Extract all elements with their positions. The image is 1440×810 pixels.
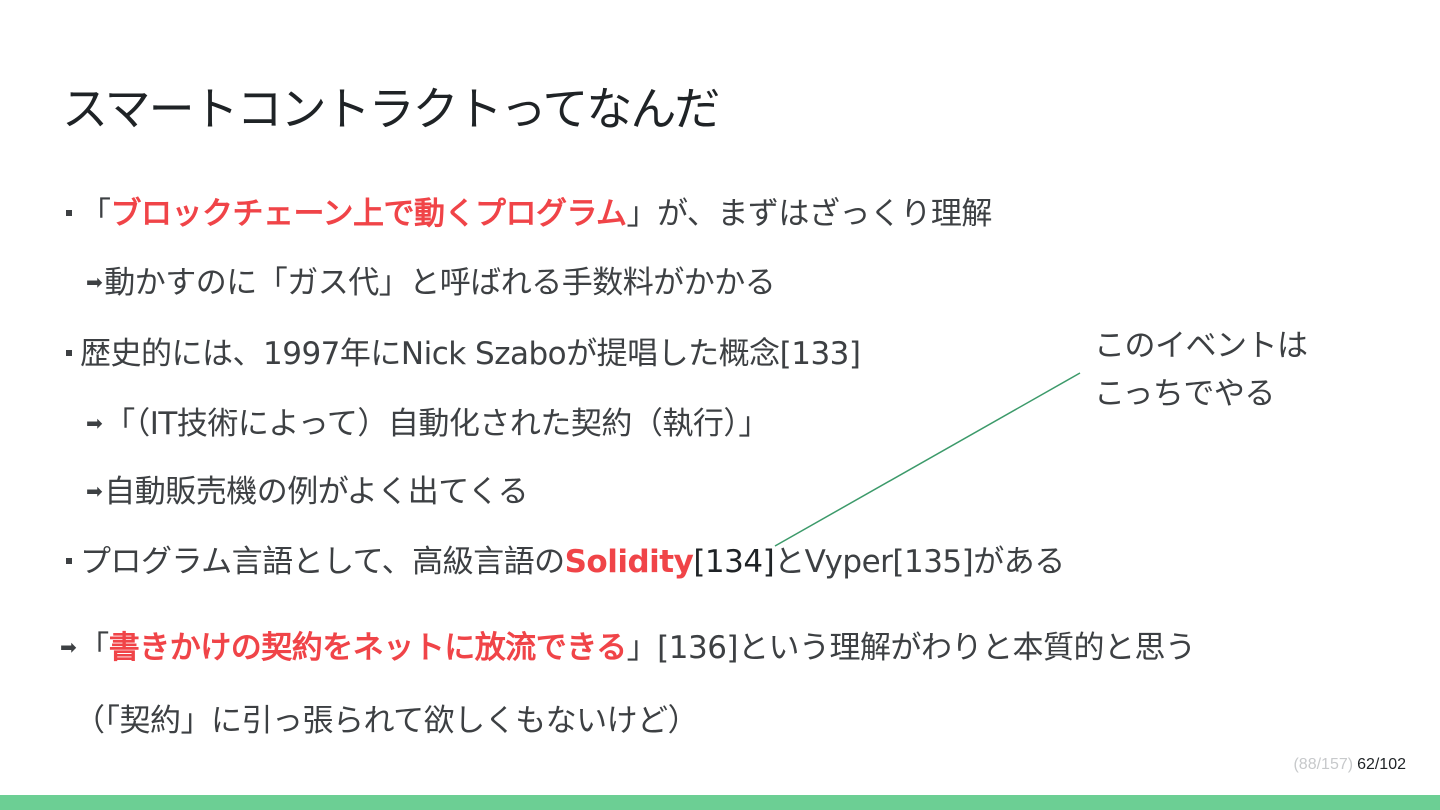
bullet-2-text: 歴史的には、1997年にNick Szaboが提唱した概念[133]	[80, 336, 861, 372]
sub-item-gas-fee: ➡動かすのに「ガス代」と呼ばれる手数料がかかる	[86, 265, 776, 302]
bullet-3-rest: とVyper[135]がある	[774, 544, 1065, 580]
bullet-1-highlight: ブロックチェーン上で動くプログラム	[110, 196, 628, 232]
bullet-item-1: 「ブロックチェーン上で動くプログラム」が、まずはざっくり理解	[62, 196, 992, 233]
conclusion-highlight: 書きかけの契約をネットに放流できる	[108, 630, 627, 666]
bullet-marker	[66, 209, 72, 216]
bullet-item-2: 歴史的には、1997年にNick Szaboが提唱した概念[133]	[62, 336, 861, 373]
sub-item-vending-machine: ➡自動販売機の例がよく出てくる	[86, 474, 529, 511]
bullet-1-open-bracket: 「	[80, 196, 111, 232]
bullet-marker	[66, 557, 72, 564]
bottom-accent-bar	[0, 795, 1440, 810]
annotation-line-1: このイベントは	[1094, 328, 1308, 364]
annotation-callout: このイベントは こっちでやる	[1094, 322, 1308, 418]
arrow-icon: ➡	[60, 635, 77, 659]
bullet-item-3: プログラム言語として、高級言語のSolidity[134]とVyper[135]…	[62, 544, 1065, 581]
arrow-icon: ➡	[86, 479, 103, 503]
bullet-marker	[66, 349, 72, 356]
sub-item-vending-machine-text: 自動販売機の例がよく出てくる	[104, 474, 529, 510]
page-number-current: 62/102	[1357, 756, 1406, 773]
conclusion-open-bracket: 「	[78, 630, 109, 666]
arrow-icon: ➡	[86, 411, 103, 435]
slide-title: スマートコントラクトってなんだ	[62, 82, 720, 136]
solidity-reference: [134]	[693, 544, 775, 580]
sub-item-automated-contract: ➡「（IT技術によって）自動化された契約（執行）」	[86, 406, 769, 443]
annotation-line-2: こっちでやる	[1094, 376, 1275, 412]
callout-connector-line	[774, 372, 1081, 547]
page-number: (88/157)62/102	[1293, 756, 1406, 774]
bullet-1-rest: 」が、まずはざっくり理解	[626, 196, 993, 232]
sub-item-gas-fee-text: 動かすのに「ガス代」と呼ばれる手数料がかかる	[104, 265, 776, 301]
sub-item-automated-contract-text: 「（IT技術によって）自動化された契約（執行）」	[104, 406, 769, 442]
conclusion-rest: 」[136]という理解がわりと本質的と思う	[626, 630, 1196, 666]
page-number-total: (88/157)	[1293, 756, 1354, 773]
bullet-3-pre: プログラム言語として、高級言語の	[80, 544, 565, 580]
conclusion-line: ➡「書きかけの契約をネットに放流できる」[136]という理解がわりと本質的と思う	[60, 630, 1196, 667]
solidity-highlight: Solidity	[564, 544, 694, 580]
arrow-icon: ➡	[86, 270, 103, 294]
note-line: （「契約」に引っ張られて欲しくもないけど）	[74, 703, 699, 739]
